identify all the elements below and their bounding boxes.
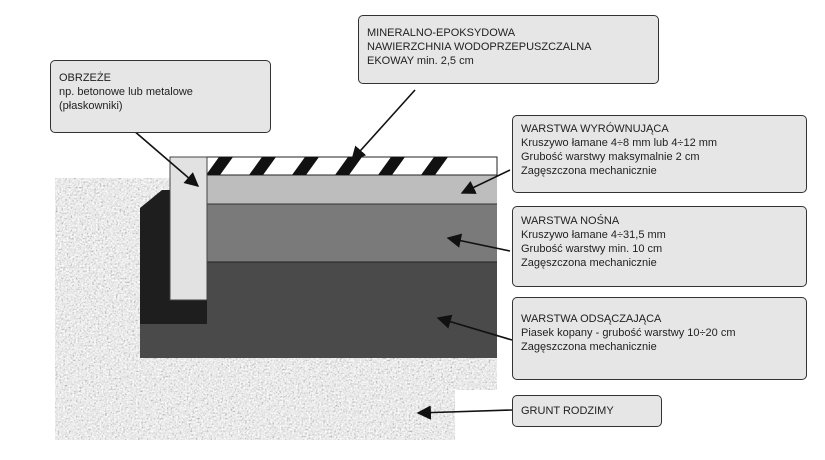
- callout-line: Kruszywo łamane 4÷8 mm lub 4÷12 mm: [521, 137, 718, 149]
- arrow-native-soil: [416, 405, 513, 420]
- callout-line: MINERALNO-EPOKSYDOWA: [367, 27, 516, 39]
- callout-edge: OBRZEŻE np. betonowe lub metalowe (płask…: [50, 60, 271, 133]
- callout-line: Zagęszczona mechanicznie: [521, 341, 657, 353]
- callout-line: EKOWAY min. 2,5 cm: [367, 55, 474, 67]
- callout-title: WARSTWA WYRÓWNUJĄCA: [521, 123, 669, 135]
- callout-bearing: WARSTWA NOŚNA Kruszywo łamane 4÷31,5 mm …: [512, 206, 807, 287]
- callout-line: Kruszywo łamane 4÷31,5 mm: [521, 229, 666, 241]
- callout-line: np. betonowe lub metalowe: [59, 86, 193, 98]
- arrow-surface: [351, 89, 416, 162]
- callout-line: (płaskowniki): [59, 100, 123, 112]
- callout-title: GRUNT RODZIMY: [521, 405, 614, 417]
- arrow-drainage: [436, 314, 513, 341]
- callout-line: Zagęszczona mechanicznie: [521, 257, 657, 269]
- callout-line: Grubość warstwy min. 10 cm: [521, 243, 663, 255]
- callout-title: OBRZEŻE: [59, 72, 111, 84]
- arrow-leveling: [460, 169, 511, 194]
- callout-line: NAWIERZCHNIA WODOPRZEPUSZCZALNA: [367, 41, 592, 53]
- callout-leveling: WARSTWA WYRÓWNUJĄCA Kruszywo łamane 4÷8 …: [512, 115, 807, 193]
- edge-shadow: [140, 190, 207, 324]
- arrow-bearing: [446, 233, 511, 252]
- callout-title: WARSTWA ODSĄCZAJĄCA: [521, 313, 662, 325]
- callout-drainage: WARSTWA ODSĄCZAJĄCA Piasek kopany - grub…: [512, 297, 807, 380]
- arrow-edge: [132, 129, 200, 187]
- callout-line: Grubość warstwy maksymalnie 2 cm: [521, 151, 700, 163]
- leveling-layer: [207, 175, 497, 204]
- bearing-layer: [207, 204, 497, 262]
- callout-line: Zagęszczona mechanicznie: [521, 165, 657, 177]
- callout-line: Piasek kopany - grubość warstwy 10÷20 cm: [521, 327, 736, 339]
- callout-title: WARSTWA NOŚNA: [521, 215, 620, 227]
- callout-surface: MINERALNO-EPOKSYDOWA NAWIERZCHNIA WODOPR…: [358, 15, 659, 84]
- callout-native-soil: GRUNT RODZIMY: [512, 395, 662, 427]
- surface-hatching: [206, 157, 448, 175]
